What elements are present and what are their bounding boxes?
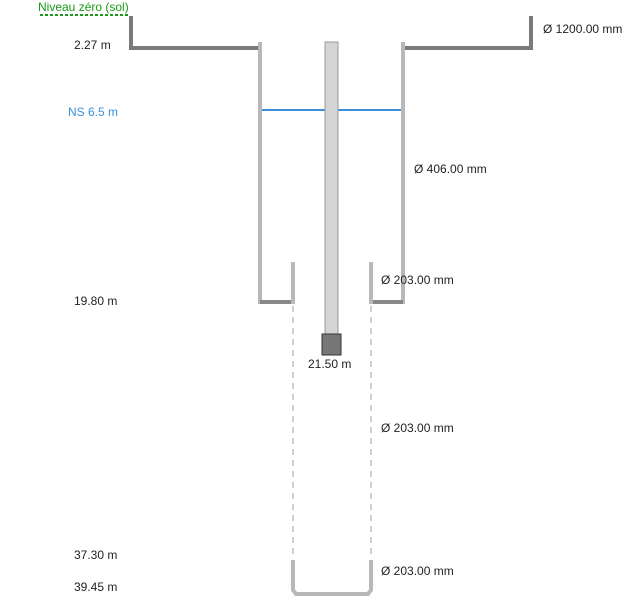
casing-left-wall — [258, 42, 292, 304]
pump-pipe — [324, 41, 339, 335]
water-level-label: NS 6.5 m — [68, 105, 118, 119]
diameter-label-reduction: Ø 203.00 mm — [381, 273, 454, 287]
pump — [321, 333, 342, 356]
casing-right-wall — [372, 42, 405, 304]
depth-label-screen-bottom: 37.30 m — [74, 548, 117, 562]
surface-casing-left — [129, 16, 258, 50]
depth-label-well-bottom: 39.45 m — [74, 580, 117, 594]
diameter-label-surface: Ø 1200.00 mm — [543, 22, 622, 36]
depth-label-pump: 21.50 m — [308, 357, 351, 371]
depth-label-casing-bottom: 19.80 m — [74, 294, 117, 308]
ground-level-label: Niveau zéro (sol) — [38, 0, 129, 14]
depth-label-casing-top: 2.27 m — [74, 38, 111, 52]
diameter-label-casing: Ø 406.00 mm — [414, 162, 487, 176]
sump — [291, 560, 373, 596]
diameter-label-screen: Ø 203.00 mm — [381, 421, 454, 435]
surface-casing-right — [404, 16, 533, 50]
diameter-label-sump: Ø 203.00 mm — [381, 564, 454, 578]
